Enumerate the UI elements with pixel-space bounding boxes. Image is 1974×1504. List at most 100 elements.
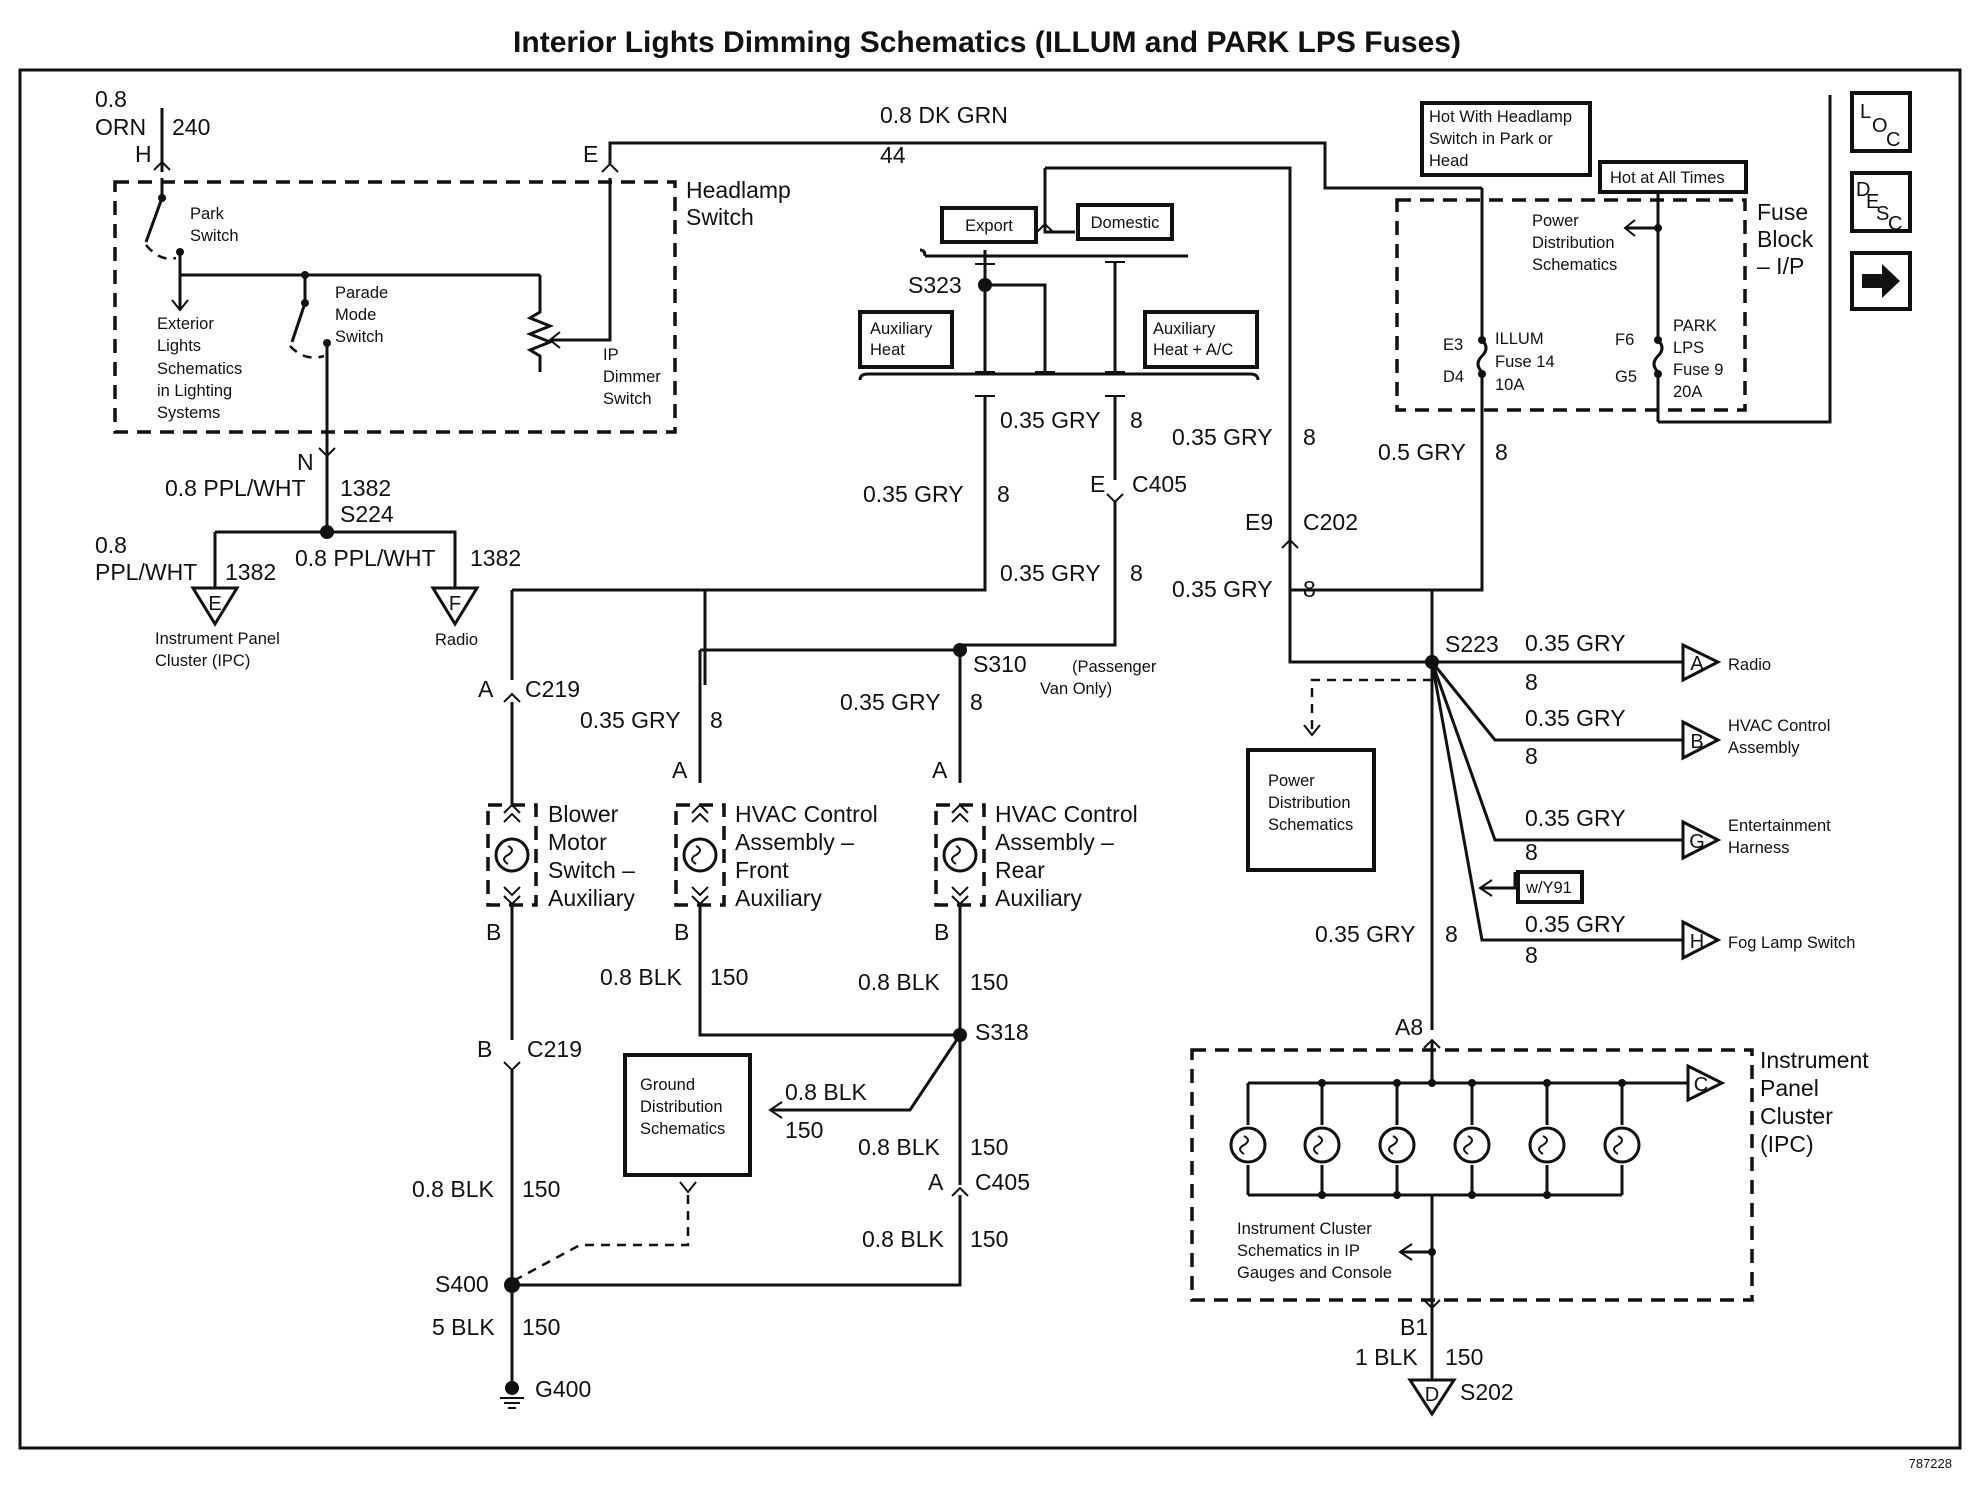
- svg-text:– I/P: – I/P: [1757, 253, 1804, 279]
- svg-text:Gauges and Console: Gauges and Console: [1237, 1264, 1392, 1282]
- ref-g-entertainment[interactable]: G: [1681, 819, 1722, 861]
- svg-text:Switch in Park or: Switch in Park or: [1429, 130, 1553, 148]
- svg-text:Block: Block: [1757, 226, 1814, 252]
- svg-text:0.35 GRY: 0.35 GRY: [1525, 911, 1626, 937]
- svg-text:B: B: [477, 1036, 492, 1062]
- svg-text:D4: D4: [1443, 368, 1464, 386]
- ref-e-ipc[interactable]: E: [190, 586, 240, 627]
- svg-text:Auxiliary: Auxiliary: [1153, 320, 1216, 338]
- lamp-icon: [1603, 1126, 1641, 1164]
- ref-d-s202[interactable]: D: [1407, 1378, 1457, 1417]
- next-page-button[interactable]: [1850, 251, 1912, 311]
- svg-text:(Passenger: (Passenger: [1072, 658, 1157, 676]
- svg-text:0.35 GRY: 0.35 GRY: [1525, 705, 1626, 731]
- exterior-lights-ref: Exterior: [157, 315, 214, 333]
- svg-text:150: 150: [522, 1314, 560, 1340]
- splice-s310: S310: [973, 651, 1027, 677]
- svg-text:B: B: [1690, 731, 1703, 753]
- svg-text:1 BLK: 1 BLK: [1355, 1344, 1418, 1370]
- ground-g400: G400: [535, 1376, 591, 1402]
- svg-text:Rear: Rear: [995, 857, 1045, 883]
- svg-text:Schematics in IP: Schematics in IP: [1237, 1242, 1360, 1260]
- ground-g400-icon: [500, 1381, 524, 1409]
- svg-text:A: A: [672, 757, 688, 783]
- svg-text:Fog Lamp Switch: Fog Lamp Switch: [1728, 934, 1855, 952]
- ipc-title: Instrument: [1760, 1047, 1869, 1073]
- power-distribution-ref: Power: [1532, 212, 1579, 230]
- svg-text:8: 8: [1303, 576, 1316, 602]
- svg-text:Auxiliary: Auxiliary: [548, 885, 635, 911]
- svg-text:Motor: Motor: [548, 829, 607, 855]
- svg-text:0.35 GRY: 0.35 GRY: [863, 481, 964, 507]
- dkgrn-circuit: 44: [880, 142, 906, 168]
- svg-text:Fuse 14: Fuse 14: [1495, 353, 1555, 371]
- svg-text:Front: Front: [735, 857, 789, 883]
- svg-text:C: C: [1694, 1074, 1708, 1096]
- svg-text:Auxiliary: Auxiliary: [995, 885, 1082, 911]
- svg-text:10A: 10A: [1495, 376, 1524, 394]
- fuse-block-title: Fuse: [1757, 199, 1808, 225]
- svg-text:Panel: Panel: [1760, 1075, 1819, 1101]
- ip-dimmer-switch: [525, 178, 612, 372]
- svg-text:0.35 GRY: 0.35 GRY: [840, 689, 941, 715]
- connector-c405-bottom: C405: [975, 1169, 1030, 1195]
- svg-text:1382: 1382: [340, 475, 391, 501]
- svg-text:Distribution: Distribution: [1532, 234, 1615, 252]
- outer-frame: [18, 68, 1962, 1450]
- ref-f-radio[interactable]: F: [430, 586, 480, 627]
- domestic-option: [1076, 203, 1174, 241]
- pin-n-label: N: [297, 449, 314, 475]
- svg-text:Mode: Mode: [335, 306, 376, 324]
- blower-motor-switch: [486, 803, 538, 907]
- svg-text:150: 150: [970, 1226, 1008, 1252]
- svg-text:0.8 BLK: 0.8 BLK: [862, 1226, 944, 1252]
- svg-text:1382: 1382: [470, 545, 521, 571]
- svg-text:0.35 GRY: 0.35 GRY: [1315, 921, 1416, 947]
- diagram-id: 787228: [1909, 1456, 1952, 1471]
- ref-b-hvac[interactable]: B: [1681, 719, 1722, 761]
- svg-text:E: E: [1090, 471, 1105, 497]
- svg-text:Schematics: Schematics: [1532, 256, 1617, 274]
- svg-text:O: O: [1872, 115, 1888, 137]
- svg-text:0.35 GRY: 0.35 GRY: [1000, 560, 1101, 586]
- ref-h-fog-lamp[interactable]: H: [1681, 919, 1722, 961]
- svg-text:C: C: [1888, 213, 1902, 235]
- desc-button[interactable]: D E S C: [1850, 171, 1912, 235]
- headlamp-switch-box: [113, 180, 677, 434]
- loc-icon: L: [1860, 101, 1871, 123]
- svg-text:(IPC): (IPC): [1760, 1131, 1814, 1157]
- svg-text:Distribution: Distribution: [1268, 794, 1351, 812]
- splice-s318: S318: [975, 1019, 1029, 1045]
- svg-text:0.35 GRY: 0.35 GRY: [1172, 424, 1273, 450]
- svg-text:8: 8: [997, 481, 1010, 507]
- ref-a-radio[interactable]: A: [1681, 642, 1722, 683]
- svg-text:150: 150: [970, 969, 1008, 995]
- svg-text:A8: A8: [1395, 1014, 1423, 1040]
- loc-button[interactable]: L O C: [1850, 91, 1912, 153]
- svg-text:Schematics: Schematics: [157, 360, 242, 378]
- svg-text:1382: 1382: [225, 559, 276, 585]
- svg-text:Auxiliary: Auxiliary: [735, 885, 822, 911]
- splice-s400: S400: [435, 1271, 489, 1297]
- illum-fuse-label: ILLUM: [1495, 330, 1544, 348]
- svg-text:A: A: [1690, 653, 1704, 675]
- connector-c202: C202: [1303, 509, 1358, 535]
- pin-e-label: E: [583, 141, 598, 167]
- hvac-rear-auxiliary: [934, 803, 986, 907]
- svg-text:Harness: Harness: [1728, 839, 1789, 857]
- power-distribution-box: [1246, 748, 1376, 872]
- svg-text:G5: G5: [1615, 368, 1637, 386]
- svg-text:D: D: [1425, 1384, 1439, 1406]
- svg-text:150: 150: [522, 1176, 560, 1202]
- splice-s224: S224: [340, 501, 394, 527]
- svg-text:5 BLK: 5 BLK: [432, 1314, 495, 1340]
- svg-text:Switch: Switch: [686, 204, 754, 230]
- svg-text:20A: 20A: [1673, 383, 1702, 401]
- arrow-right-icon: [1862, 264, 1900, 298]
- svg-text:S: S: [1876, 203, 1889, 225]
- svg-text:0.8 BLK: 0.8 BLK: [858, 1134, 940, 1160]
- park-lps-fuse: [1652, 228, 1664, 422]
- ref-c-ipc[interactable]: C: [1686, 1063, 1726, 1103]
- svg-text:B: B: [486, 919, 501, 945]
